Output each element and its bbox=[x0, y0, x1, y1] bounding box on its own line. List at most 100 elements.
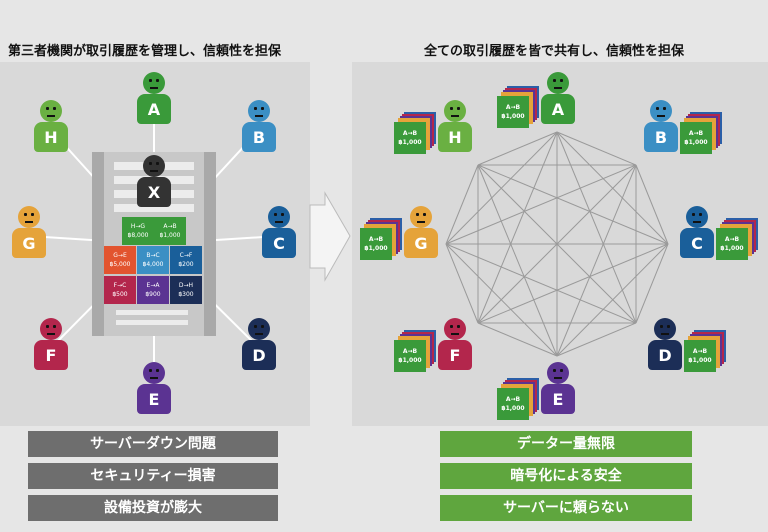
person-mouth bbox=[451, 115, 459, 117]
ledger-stack: A→B ฿1,000 bbox=[394, 112, 436, 154]
ledger-amount: ฿1,000 bbox=[364, 245, 388, 252]
ledger-label: A→B bbox=[688, 130, 704, 137]
transaction-label: C→F bbox=[179, 252, 193, 259]
person-head-icon bbox=[248, 318, 270, 340]
benefit-bar: 暗号化による安全 bbox=[440, 463, 692, 489]
ledger-stack: A→B฿1,000 bbox=[497, 378, 539, 420]
arrow-icon bbox=[309, 191, 351, 282]
ledger-label: A→B bbox=[692, 348, 708, 355]
ledger-amount: ฿1,000 bbox=[398, 357, 422, 364]
person-d: D bbox=[242, 318, 276, 370]
issue-bar: セキュリティー損害 bbox=[28, 463, 278, 489]
person-a: A bbox=[137, 72, 171, 124]
person-head-icon bbox=[444, 100, 466, 122]
transaction-label: F→C bbox=[113, 282, 127, 289]
transaction-cell: A→B฿1,000 bbox=[154, 217, 186, 245]
transaction-cell: C→F฿200 bbox=[170, 246, 202, 274]
transaction-cell: F→C ฿500 bbox=[104, 276, 136, 304]
person-h: H bbox=[34, 100, 68, 152]
person-head-icon bbox=[40, 318, 62, 340]
person-mouth bbox=[47, 115, 55, 117]
person-label: F bbox=[34, 340, 68, 370]
person-head-icon bbox=[268, 206, 290, 228]
network-link bbox=[556, 131, 637, 166]
transaction-label: D→H bbox=[178, 282, 194, 289]
person-label: C bbox=[680, 228, 714, 258]
person-label: B bbox=[644, 122, 678, 152]
person-head-icon bbox=[143, 72, 165, 94]
person-head-icon bbox=[547, 362, 569, 384]
transaction-amount: ฿500 bbox=[112, 291, 128, 298]
transaction-label: B→C bbox=[146, 252, 160, 259]
network-link bbox=[477, 164, 637, 324]
ledger-stack: A→B ฿1,000 bbox=[497, 86, 539, 128]
issue-bar: 設備投資が膨大 bbox=[28, 495, 278, 521]
transaction-amount: ฿8,000 bbox=[127, 232, 149, 239]
person-head-icon bbox=[18, 206, 40, 228]
person-f: F bbox=[438, 318, 472, 370]
network-link bbox=[445, 243, 558, 357]
network-link bbox=[635, 243, 669, 324]
person-b: B bbox=[242, 100, 276, 152]
person-head-icon bbox=[444, 318, 466, 340]
person-g: G bbox=[12, 206, 46, 258]
person-head-icon bbox=[143, 362, 165, 384]
ledger-label: A→B bbox=[402, 130, 418, 137]
transaction-amount: ฿900 bbox=[145, 291, 161, 298]
person-mouth bbox=[275, 221, 283, 223]
server-rack-left bbox=[92, 152, 104, 336]
benefit-bar: データー量無限 bbox=[440, 431, 692, 457]
person-mouth bbox=[661, 333, 669, 335]
person-mouth bbox=[417, 221, 425, 223]
ledger-front: A→B฿1,000 bbox=[394, 340, 426, 372]
transaction-label: H→G bbox=[130, 223, 146, 230]
person-mouth bbox=[657, 115, 665, 117]
network-link bbox=[556, 164, 637, 357]
ledger-label: A→B bbox=[505, 396, 521, 403]
person-head-icon bbox=[686, 206, 708, 228]
ledger-label: A→B bbox=[368, 236, 384, 243]
person-head-icon bbox=[547, 72, 569, 94]
transaction-label: G→E bbox=[113, 252, 127, 259]
person-label: D bbox=[648, 340, 682, 370]
transaction-cell: E→A฿900 bbox=[137, 276, 169, 304]
transaction-cell: B→C฿4,000 bbox=[137, 246, 169, 274]
network-link bbox=[556, 131, 637, 324]
transaction-label: A→B bbox=[163, 223, 177, 230]
person-h: H bbox=[438, 100, 472, 152]
network-link bbox=[445, 164, 479, 245]
person-label: D bbox=[242, 340, 276, 370]
person-g: G bbox=[404, 206, 438, 258]
ledger-amount: ฿1,000 bbox=[684, 139, 708, 146]
person-head-icon bbox=[654, 318, 676, 340]
person-mouth bbox=[554, 377, 562, 379]
person-label: B bbox=[242, 122, 276, 152]
ledger-amount: ฿1,000 bbox=[398, 139, 422, 146]
ledger-front: A→B฿1,000 bbox=[497, 388, 529, 420]
person-label: A bbox=[541, 94, 575, 124]
person-label: X bbox=[137, 177, 171, 207]
person-label: C bbox=[262, 228, 296, 258]
transaction-cell: D→H฿300 bbox=[170, 276, 202, 304]
network-link bbox=[477, 164, 558, 357]
person-label: H bbox=[438, 122, 472, 152]
person-mouth bbox=[47, 333, 55, 335]
ledger-front: A→B ฿1,000 bbox=[680, 122, 712, 154]
network-link bbox=[477, 164, 669, 245]
ledger-amount: ฿1,000 bbox=[720, 245, 744, 252]
person-b: B bbox=[644, 100, 678, 152]
person-c: C bbox=[680, 206, 714, 258]
network-link bbox=[445, 164, 637, 245]
network-link bbox=[445, 243, 637, 324]
server-rack-right bbox=[204, 152, 216, 336]
ledger-amount: ฿1,000 bbox=[688, 357, 712, 364]
ledger-label: A→B bbox=[505, 104, 521, 111]
transaction-cell: G→E฿5,000 bbox=[104, 246, 136, 274]
person-mouth bbox=[25, 221, 33, 223]
person-label: E bbox=[541, 384, 575, 414]
ledger-amount: ฿1,000 bbox=[501, 113, 525, 120]
person-label: E bbox=[137, 384, 171, 414]
network-link bbox=[635, 164, 669, 245]
person-label: H bbox=[34, 122, 68, 152]
ledger-front: A→B ฿1,000 bbox=[360, 228, 392, 260]
